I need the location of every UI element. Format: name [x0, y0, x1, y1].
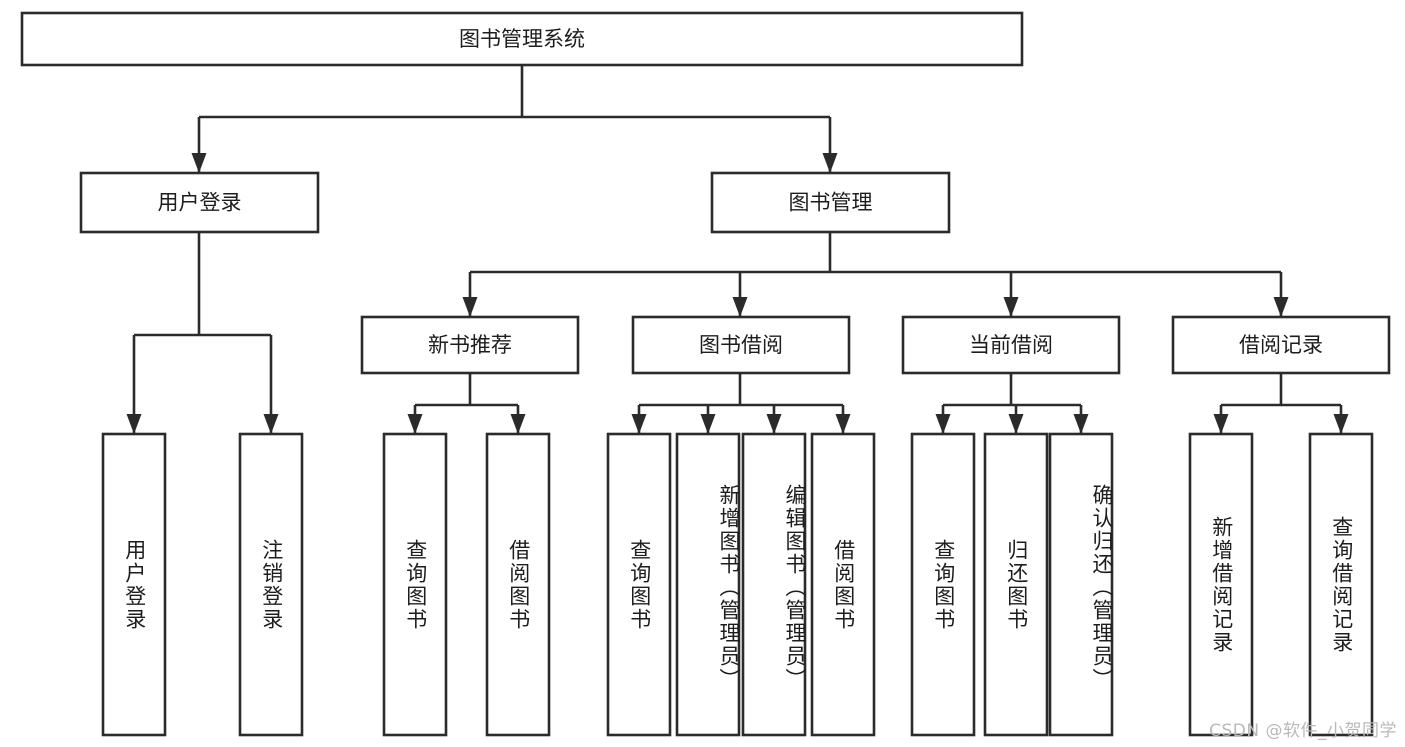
- connector-book-management-split: [462, 232, 1289, 317]
- node-label: 图书管理: [789, 191, 873, 215]
- connector-arrowhead: [462, 297, 478, 317]
- node-leaf-leaf-query-book-2[interactable]: [606, 432, 672, 737]
- connector-arrowhead: [510, 414, 526, 434]
- connector-leaf-split-3: [1213, 373, 1349, 434]
- node-leaf-leaf-borrow-book-1[interactable]: [485, 432, 551, 737]
- connector-arrowhead: [835, 414, 851, 434]
- connector-arrowhead: [766, 414, 782, 434]
- connector-arrowhead: [732, 297, 748, 317]
- node-leaf-leaf-query-book-1[interactable]: [382, 432, 448, 737]
- connector-user-login-split: [126, 232, 279, 434]
- node-root[interactable]: [20, 11, 1024, 67]
- connector-arrowhead: [191, 153, 207, 173]
- connector-arrowhead: [1273, 297, 1289, 317]
- connector-arrowhead: [1333, 414, 1349, 434]
- node-leaf-leaf-logout[interactable]: [238, 432, 304, 737]
- node-leaf-leaf-confirm-return[interactable]: [1048, 432, 1114, 737]
- connector-leaf-split-1: [631, 373, 851, 434]
- connector-arrowhead: [126, 414, 142, 434]
- connector-leaf-split-0: [407, 373, 526, 434]
- connector-arrowhead: [263, 414, 279, 434]
- node-leaf-leaf-borrow-book-2[interactable]: [810, 432, 876, 737]
- connector-root-split: [191, 65, 838, 173]
- connector-arrowhead: [407, 414, 423, 434]
- node-level3-new-book-recommend[interactable]: [360, 315, 580, 375]
- node-label: 用户登录: [158, 191, 242, 215]
- node-leaf-leaf-user-login[interactable]: [101, 432, 167, 737]
- connector-arrowhead: [1213, 414, 1229, 434]
- node-leaf-leaf-add-record[interactable]: [1188, 432, 1254, 737]
- connector-arrowhead: [1003, 297, 1019, 317]
- node-leaf-leaf-return-book[interactable]: [983, 432, 1049, 737]
- node-label: 新书推荐: [428, 333, 512, 357]
- connector-arrowhead: [822, 153, 838, 173]
- node-level3-borrow-records[interactable]: [1171, 315, 1391, 375]
- node-level3-current-borrow[interactable]: [901, 315, 1121, 375]
- node-label: 图书管理系统: [459, 27, 585, 51]
- node-level2-user-login[interactable]: [79, 171, 320, 234]
- connector-arrowhead: [1008, 414, 1024, 434]
- node-leaf-leaf-add-book[interactable]: [675, 432, 741, 737]
- csdn-watermark: CSDN @软件_小贺同学: [1209, 721, 1397, 741]
- node-label: 当前借阅: [969, 333, 1053, 357]
- node-label: 借阅记录: [1239, 333, 1323, 357]
- connector-leaf-split-2: [935, 373, 1089, 434]
- connector-arrowhead: [1073, 414, 1089, 434]
- node-label: 图书借阅: [699, 333, 783, 357]
- node-leaf-leaf-edit-book[interactable]: [741, 432, 807, 737]
- connector-arrowhead: [935, 414, 951, 434]
- node-leaf-leaf-query-record[interactable]: [1308, 432, 1374, 737]
- node-leaf-leaf-query-book-3[interactable]: [910, 432, 976, 737]
- node-level2-book-management[interactable]: [710, 171, 951, 234]
- node-level3-book-borrow[interactable]: [631, 315, 851, 375]
- connector-arrowhead: [700, 414, 716, 434]
- connector-arrowhead: [631, 414, 647, 434]
